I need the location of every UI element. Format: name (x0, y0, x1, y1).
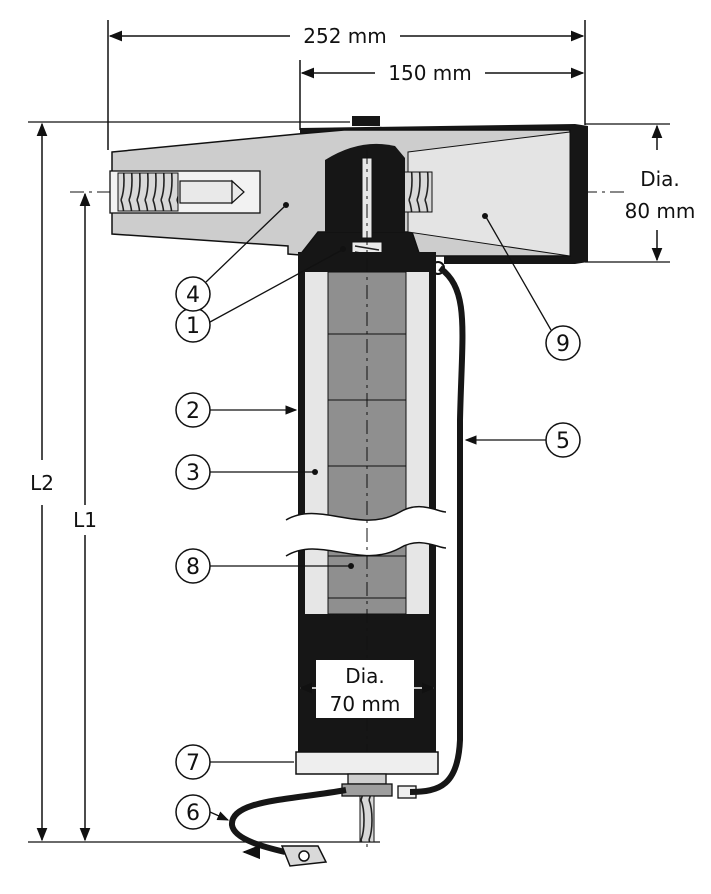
callout-9-label: 9 (556, 332, 570, 357)
base-hardware (295, 751, 439, 843)
callout-4-label: 4 (186, 283, 200, 308)
body-diameter-value: 70 mm (330, 692, 401, 716)
callout-6: 6 (175, 794, 230, 830)
callout-7-label: 7 (186, 751, 200, 776)
dimension-elbow-diameter: Dia. 80 mm (585, 123, 696, 263)
l2-label: L2 (30, 471, 54, 495)
elbow-diameter-value: 80 mm (625, 199, 696, 223)
callout-9: 9 (482, 213, 581, 361)
callout-3-label: 3 (186, 461, 200, 486)
ground-lead (229, 787, 347, 867)
callout-4: 4 (175, 202, 289, 312)
callout-5-label: 5 (556, 429, 570, 454)
body-diameter-word: Dia. (345, 664, 385, 688)
elbow-diameter-word: Dia. (640, 167, 680, 191)
callout-7: 7 (175, 744, 294, 780)
ground-wire (409, 265, 466, 795)
callout-2: 2 (175, 392, 298, 428)
callout-3: 3 (175, 454, 318, 490)
callout-1: 1 (175, 246, 346, 343)
callout-6-label: 6 (186, 801, 200, 826)
callout-2-label: 2 (186, 399, 200, 424)
dimension-l1: L1 (73, 192, 97, 842)
callout-5: 5 (464, 422, 581, 458)
l1-label: L1 (73, 508, 97, 532)
elbow-width-label: 150 mm (388, 61, 472, 85)
overall-width-label: 252 mm (303, 24, 387, 48)
dimension-150: 150 mm (299, 60, 585, 130)
dimension-l2: L2 (30, 122, 54, 842)
arrester-body (285, 150, 447, 850)
callout-1-label: 1 (186, 314, 200, 339)
dimension-252: 252 mm (107, 20, 586, 150)
callout-8-label: 8 (186, 555, 200, 580)
dimension-body-diameter: Dia. 70 mm (298, 660, 436, 718)
elbow-housing (109, 116, 588, 275)
callout-8: 8 (175, 548, 354, 584)
